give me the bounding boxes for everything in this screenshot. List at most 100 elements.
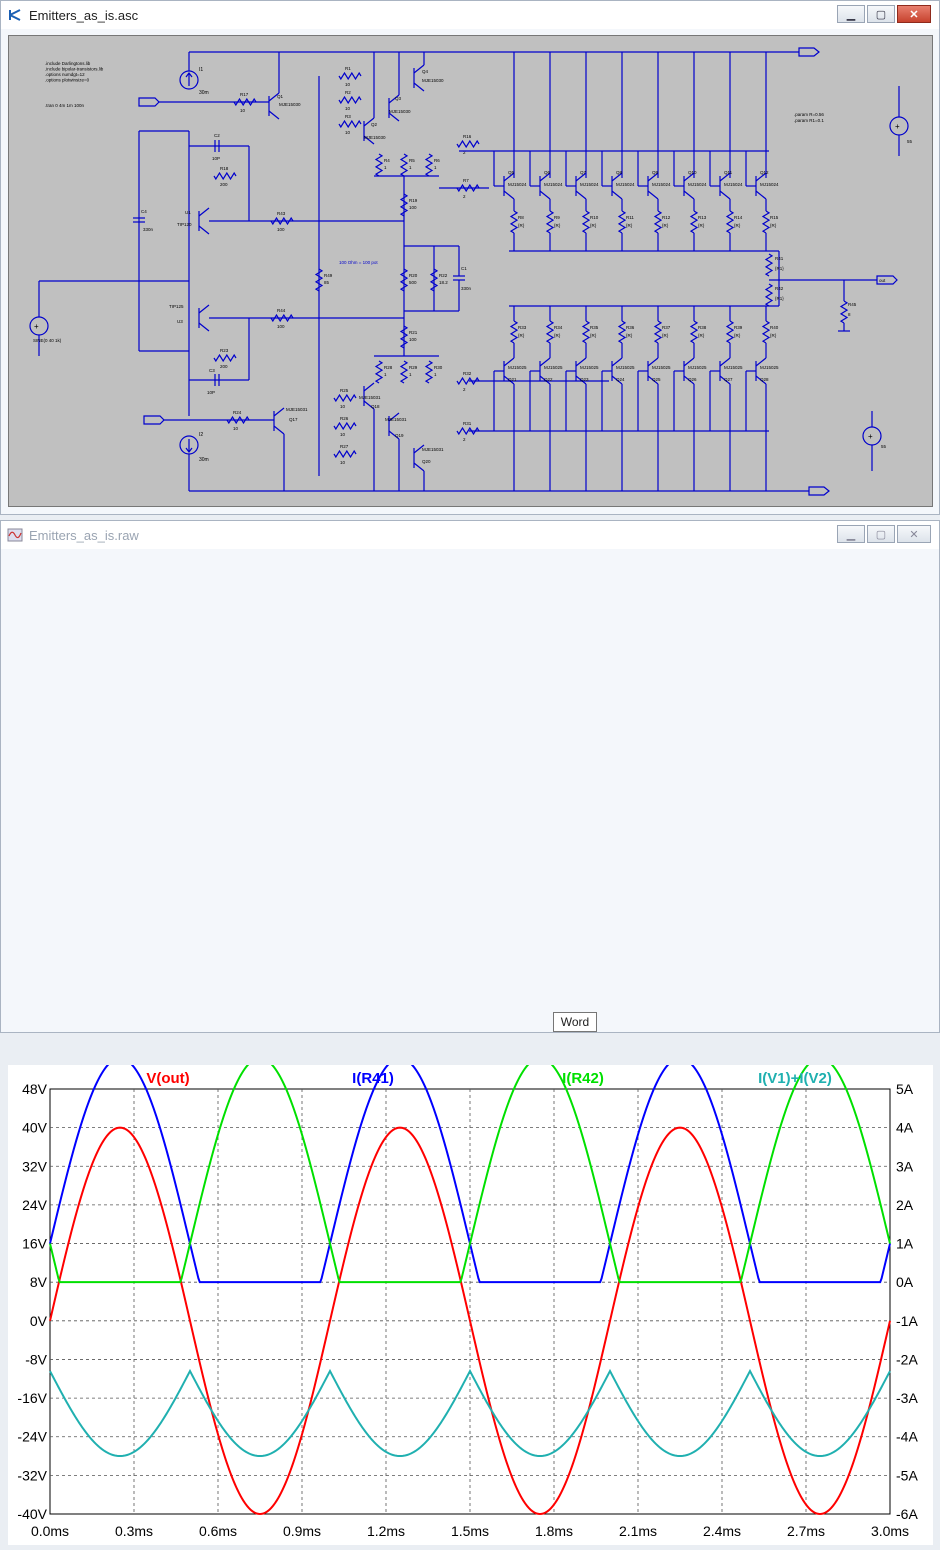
transistor-model: MJ15024	[616, 182, 635, 187]
supply-v2[interactable]: + 55	[862, 411, 887, 471]
capacitor-c1[interactable]: C1 330n	[453, 246, 472, 311]
minimize-button[interactable]: ▁	[837, 5, 865, 23]
capacitor-c4[interactable]: C4 330n	[133, 209, 154, 232]
wave-close-button[interactable]: ✕	[897, 525, 931, 543]
transistor-q1[interactable]: Q1 MJE15030	[268, 92, 301, 120]
emitter-resistor-value: {R}	[770, 223, 777, 228]
schematic-titlebar[interactable]: Emitters_as_is.asc ▁ ▢ ✕	[1, 1, 939, 29]
tooltip: Word	[553, 1012, 597, 1032]
transistor-q2[interactable]: Q2 MJE15030	[363, 117, 386, 145]
resistor-name: R22	[439, 273, 448, 278]
resistor-r41[interactable]: R41{R1}	[764, 253, 784, 277]
trace-label[interactable]: I(R41)	[352, 1070, 394, 1087]
transistor-name: Q6	[544, 170, 551, 175]
transistor-model: MJ15025	[544, 365, 563, 370]
transistor-q18[interactable]: MJE15031 Q18	[359, 382, 381, 410]
schematic-drawing[interactable]: .include Darlingtons.lib.include bipolar…	[9, 36, 932, 506]
waveform-titlebar[interactable]: Emitters_as_is.raw ▁ ▢ ✕	[1, 521, 939, 549]
resistor-name: R30	[434, 365, 443, 370]
current-source-i1[interactable]: I1 30m	[179, 67, 209, 96]
resistor-r4[interactable]: R41	[374, 153, 390, 177]
resistor-value: 100	[409, 205, 417, 210]
transistor-model: MJ15024	[724, 182, 743, 187]
svg-text:30m: 30m	[199, 457, 209, 463]
trace-label[interactable]: I(V1)+I(V2)	[758, 1070, 832, 1087]
right-tick-label: 5A	[896, 1081, 914, 1097]
schematic-window[interactable]: Emitters_as_is.asc ▁ ▢ ✕ .include Darlin…	[0, 0, 940, 515]
maximize-button[interactable]: ▢	[867, 5, 895, 23]
transistor-q20[interactable]: MJE15031 Q20	[413, 444, 444, 472]
trace-label[interactable]: V(out)	[146, 1070, 189, 1087]
wave-maximize-button[interactable]: ▢	[867, 525, 895, 543]
current-source-i2[interactable]: I2 30m	[179, 432, 209, 463]
trace-label[interactable]: I(R42)	[562, 1070, 604, 1087]
transistor-q4[interactable]: Q4 MJE15030	[413, 64, 444, 92]
svg-text:10P: 10P	[207, 390, 215, 395]
transistor-q17[interactable]: MJE15031 Q17	[273, 407, 308, 435]
close-button[interactable]: ✕	[897, 5, 931, 23]
capacitor-c3[interactable]: C3 10P	[207, 368, 220, 395]
transistor-u1[interactable]: U1 TIP120	[177, 207, 210, 235]
resistor-r5[interactable]: R51	[399, 153, 415, 177]
svg-text:55: 55	[881, 444, 887, 449]
supply-v1[interactable]: + 55	[889, 86, 913, 156]
schematic-canvas[interactable]: .include Darlingtons.lib.include bipolar…	[8, 35, 933, 507]
transistor-model: MJ15024	[688, 182, 707, 187]
emitter-resistor-name: R15	[770, 215, 779, 220]
emitter-resistor-value: {R}	[698, 223, 705, 228]
left-tick-label: -24V	[17, 1429, 47, 1445]
wave-minimize-button[interactable]: ▁	[837, 525, 865, 543]
directive-line: .options plotwinsize=0	[45, 78, 90, 83]
transistor-u3[interactable]: TIP125 U3	[169, 304, 210, 332]
transistor-q3[interactable]: Q3 MJE15030	[388, 94, 411, 122]
resistor-r42[interactable]: R42{R1}	[764, 283, 784, 307]
capacitor-c2[interactable]: C2 10P	[212, 133, 220, 161]
transistor-q19[interactable]: MJE15031 Q19	[385, 412, 407, 440]
resistor-r6[interactable]: R61	[424, 153, 440, 177]
sine-source-v3[interactable]: + SINE(0 40 1k)	[29, 280, 189, 356]
